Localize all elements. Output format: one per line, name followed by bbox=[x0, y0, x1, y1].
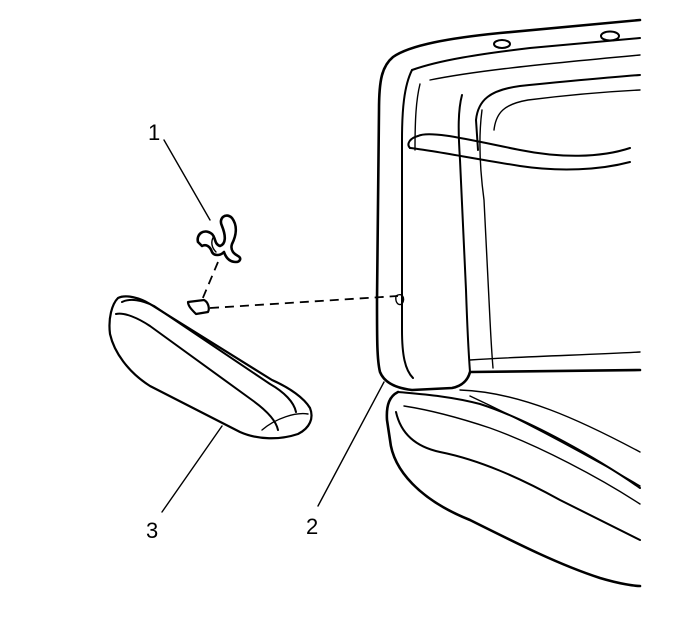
seat-back bbox=[375, 18, 642, 392]
seat-back-lower-seam bbox=[469, 351, 641, 361]
grommet-right bbox=[600, 30, 620, 42]
grommet-left bbox=[493, 39, 511, 49]
retaining-clip bbox=[196, 214, 242, 264]
armrest bbox=[108, 295, 313, 440]
seat-back-top-ridge bbox=[411, 37, 641, 71]
seat-cushion bbox=[385, 389, 642, 588]
seat-back-outline bbox=[375, 18, 642, 392]
seat-back-mount-hole bbox=[395, 294, 405, 306]
pin-to-seat-dashline bbox=[209, 295, 399, 309]
seat-back-strap-end bbox=[407, 135, 419, 149]
armrest-outline bbox=[108, 295, 313, 440]
seat-cushion-top-edge-2 bbox=[403, 405, 641, 505]
callout-2: 2 bbox=[306, 514, 318, 539]
seat-back-top-ridge-2 bbox=[429, 54, 641, 81]
seat-back-panel-2 bbox=[493, 89, 641, 131]
leader-line-2 bbox=[317, 381, 385, 507]
seat-back-strap bbox=[417, 133, 631, 157]
seat-back-strap-lower bbox=[409, 147, 631, 171]
retaining-clip-inner bbox=[211, 235, 217, 253]
seat-back-bolster-edge bbox=[401, 69, 414, 379]
callout-1: 1 bbox=[148, 120, 160, 145]
seat-cushion-inner bbox=[469, 395, 641, 487]
armrest-side-seam bbox=[115, 312, 279, 431]
seat-back-bolster-inner-2 bbox=[479, 109, 494, 369]
seat-cushion-outline bbox=[385, 390, 642, 588]
armrest-pivot-pin bbox=[186, 298, 210, 316]
seat-cushion-front-fold bbox=[395, 411, 641, 541]
callout-3: 3 bbox=[146, 518, 158, 543]
retaining-clip-shape bbox=[196, 214, 242, 264]
seat-back-panel bbox=[475, 74, 641, 151]
seat-back-bolster-inner bbox=[457, 94, 471, 373]
leader-line-3 bbox=[161, 425, 223, 513]
seat-back-bolster-edge-2 bbox=[414, 83, 421, 151]
leader-line-1 bbox=[163, 139, 211, 221]
seat-cushion-inner-2 bbox=[459, 389, 641, 453]
clip-to-pin-dashline bbox=[201, 261, 219, 301]
armrest-top-seam bbox=[121, 298, 297, 413]
armrest-end-cap bbox=[261, 412, 309, 431]
